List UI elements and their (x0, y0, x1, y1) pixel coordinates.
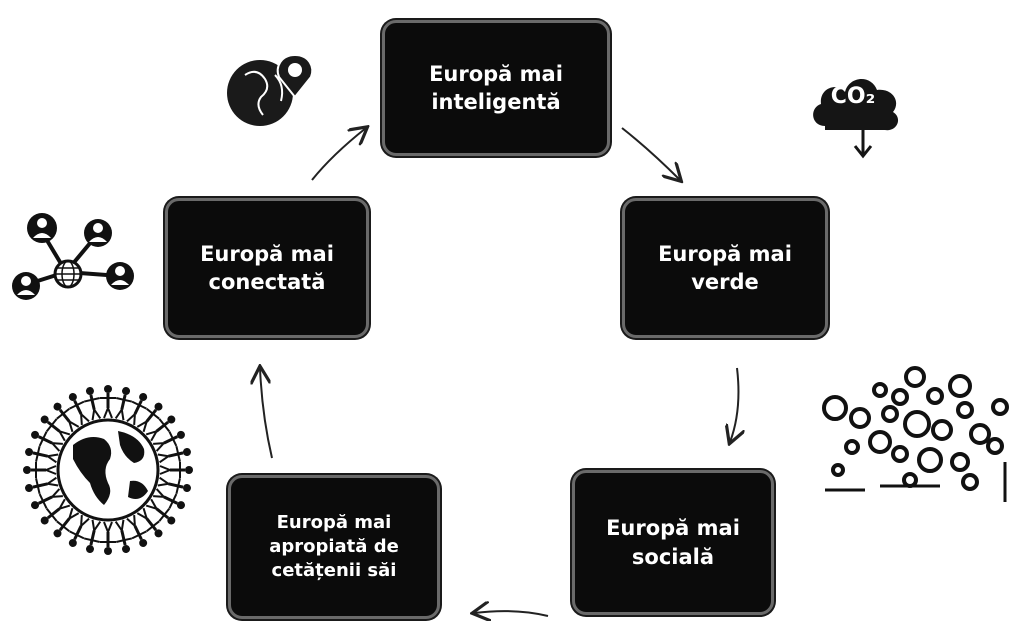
node-citizens-label: Europă mai apropiată de cetățenii săi (269, 511, 399, 582)
ring-person-figure (83, 519, 102, 553)
co2-cloud-icon (813, 78, 899, 159)
arrow-social-to-citizens (474, 611, 549, 616)
node-connected-label: Europă mai conectată (200, 241, 334, 294)
ring-person-figure (31, 488, 63, 510)
ring-person-figure (157, 445, 191, 464)
ring-person-figure (136, 507, 163, 538)
co2-label: CO₂ (830, 84, 876, 109)
ring-person-figure (153, 488, 185, 510)
ring-person-figure (83, 387, 102, 421)
arrow-green-to-social (730, 367, 738, 442)
globe-location-pin-icon (227, 53, 314, 126)
node-green-label: Europă mai verde (658, 241, 792, 294)
ring-person-figure (157, 476, 191, 495)
ring-person-figure (40, 415, 71, 442)
ring-person-figure (31, 430, 63, 452)
node-smart-europe: Europă mai inteligentă (382, 20, 610, 156)
ring-person-figure (145, 498, 176, 525)
node-social-label: Europă mai socială (606, 516, 740, 569)
ring-person-figure (53, 507, 80, 538)
ring-person-figure (136, 402, 163, 433)
ring-person-figure (126, 515, 148, 547)
people-network-icon (12, 213, 134, 300)
ring-person-figure (68, 515, 90, 547)
arrow-citizens-to-connected (260, 368, 273, 459)
ring-person-figure (126, 393, 148, 425)
crowd-people-icon (822, 366, 1009, 502)
ring-person-figure (68, 393, 90, 425)
ring-person-figure (53, 402, 80, 433)
node-smart-label: Europă mai inteligentă (429, 61, 563, 114)
node-citizens-europe: Europă mai apropiată de cetățenii săi (228, 475, 440, 619)
node-connected-europe: Europă mai conectată (165, 198, 369, 338)
people-around-globe-icon (23, 385, 193, 555)
ring-person-figure (100, 521, 116, 555)
arrow-connected-to-smart (311, 128, 366, 181)
ring-person-figure (23, 462, 57, 478)
ring-person-figure (145, 415, 176, 442)
arrow-smart-to-green (621, 127, 680, 180)
ring-person-figure (153, 430, 185, 452)
ring-person-figure (114, 519, 133, 553)
ring-person-figure (40, 498, 71, 525)
ring-person-figure (25, 476, 59, 495)
ring-person-figure (25, 445, 59, 464)
ring-person-figure (159, 462, 193, 478)
node-green-europe: Europă mai verde (622, 198, 828, 338)
node-social-europe: Europă mai socială (572, 470, 774, 615)
ring-person-figure (114, 387, 133, 421)
ring-person-figure (100, 385, 116, 419)
